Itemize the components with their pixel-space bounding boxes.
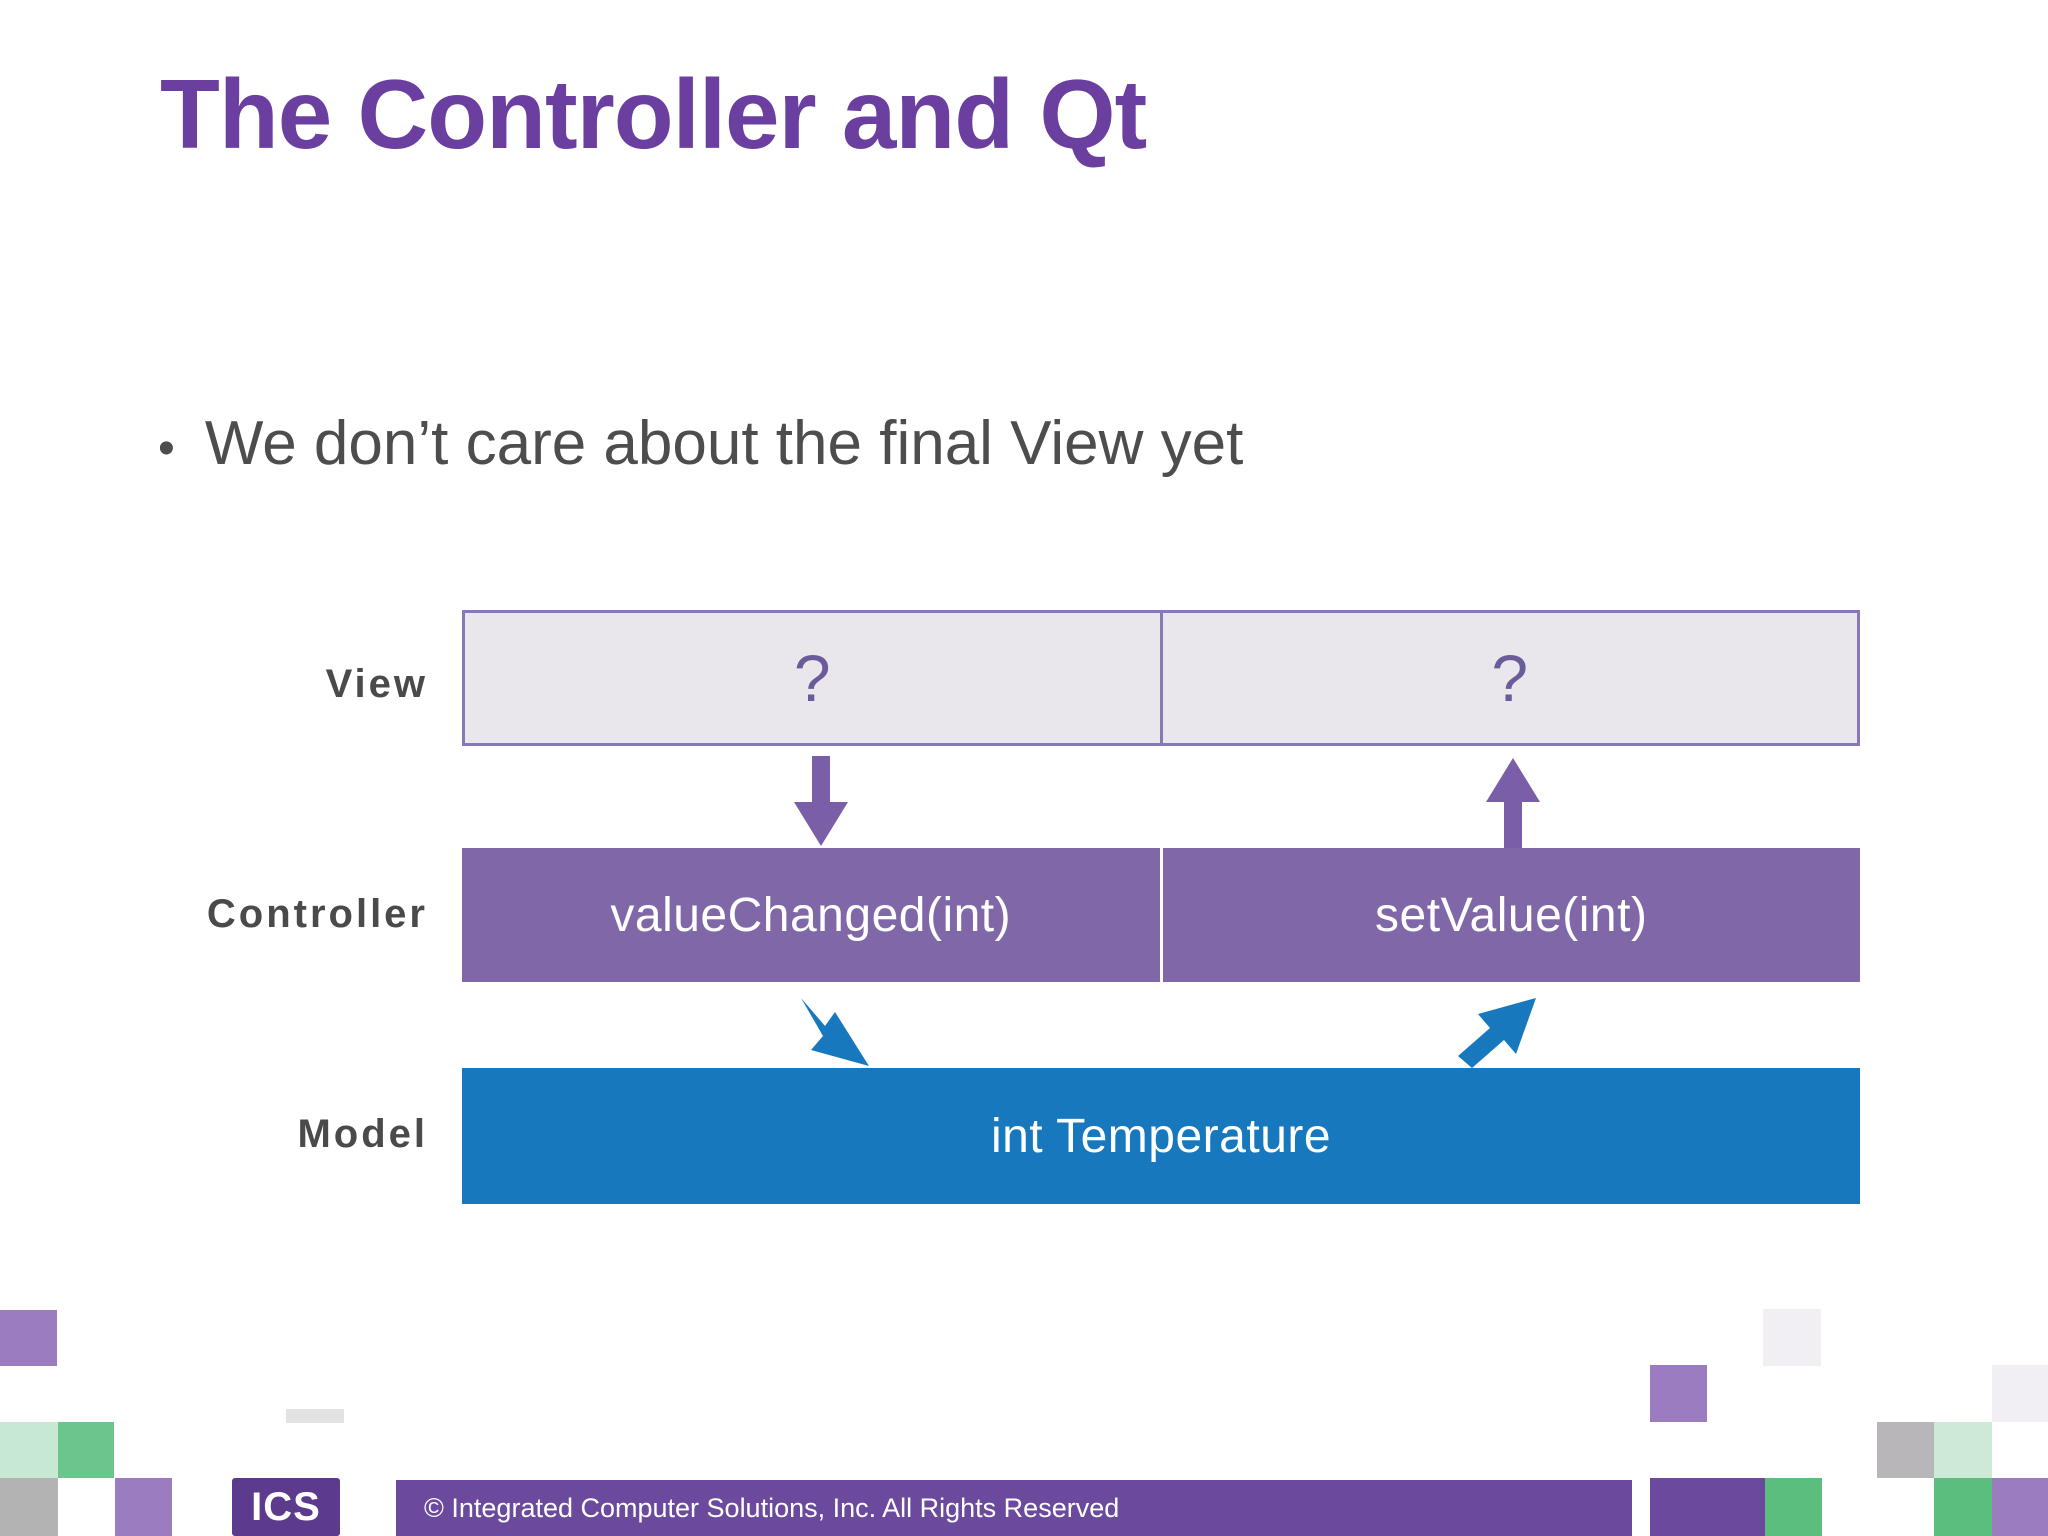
decor-square <box>0 1310 57 1366</box>
arrow-up-right-icon <box>1458 998 1536 1068</box>
decor-square <box>1934 1422 1992 1478</box>
decor-square <box>1992 1365 2048 1422</box>
diagram-view-row: ? ? <box>462 610 1860 746</box>
decor-square <box>0 1478 58 1536</box>
decor-square <box>0 1422 58 1478</box>
decor-square <box>1763 1309 1821 1366</box>
controller-cell-value-changed: valueChanged(int) <box>610 888 1012 942</box>
view-cell-right: ? <box>1159 613 1858 743</box>
diagram-row-label-view: View <box>325 662 428 706</box>
diagram-row-label-controller: Controller <box>206 892 428 936</box>
decor-square <box>58 1422 114 1478</box>
bullet-marker-icon: • <box>158 422 175 475</box>
arrow-down-icon <box>794 756 848 846</box>
page-title: The Controller and Qt <box>160 59 1147 169</box>
diagram-row-label-model: Model <box>297 1112 428 1156</box>
decor-square <box>1650 1365 1707 1422</box>
bullet-text: We don’t care about the final View yet <box>204 409 1244 478</box>
decor-square <box>1650 1478 1765 1536</box>
decor-bar <box>286 1409 344 1423</box>
controller-cell-set-value: setValue(int) <box>1159 848 1861 982</box>
decor-square <box>1992 1478 2048 1536</box>
diagram-controller-row: valueChanged(int) setValue(int) <box>462 848 1860 982</box>
arrow-down-right-icon <box>801 998 869 1066</box>
decor-square <box>1877 1422 1934 1478</box>
view-cell-left: ? <box>793 641 831 715</box>
copyright-text: © Integrated Computer Solutions, Inc. Al… <box>424 1492 1120 1523</box>
footer-bar: © Integrated Computer Solutions, Inc. Al… <box>396 1480 1632 1536</box>
bullet-list-item: • We don’t care about the final View yet <box>158 409 1244 478</box>
decor-square <box>1765 1478 1822 1536</box>
diagram-model-row: int Temperature <box>462 1068 1860 1204</box>
ics-logo: ICS <box>232 1478 340 1536</box>
decor-square <box>115 1478 172 1536</box>
arrow-up-icon <box>1486 758 1540 848</box>
decor-square <box>1934 1478 1992 1536</box>
